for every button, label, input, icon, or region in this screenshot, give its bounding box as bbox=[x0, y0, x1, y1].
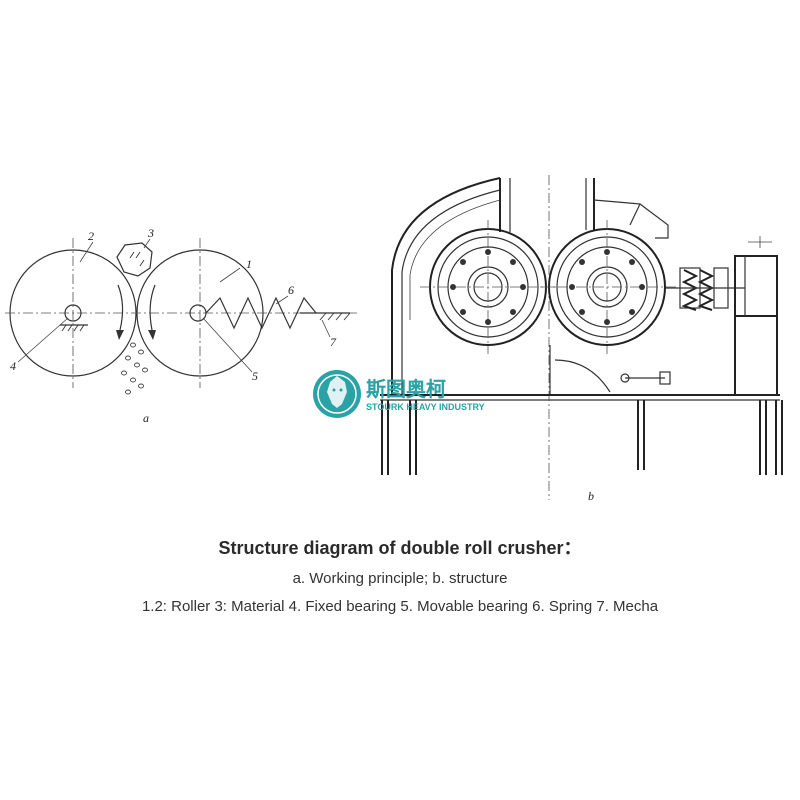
callout-5: 5 bbox=[252, 369, 258, 383]
spring bbox=[205, 296, 317, 330]
working-principle-diagram: 1 2 3 4 5 6 7 a bbox=[5, 226, 360, 425]
roller-left-structure bbox=[420, 220, 556, 354]
callout-6: 6 bbox=[288, 283, 294, 297]
roller-right-structure bbox=[540, 220, 676, 354]
watermark-cn-text: 斯图奥柯 bbox=[366, 377, 446, 401]
caption-legend: 1.2: Roller 3: Material 4. Fixed bearing… bbox=[141, 598, 659, 615]
material-lump bbox=[116, 242, 153, 277]
crushed-particles bbox=[121, 342, 148, 395]
fixed-bearing bbox=[64, 304, 82, 322]
watermark-en-text: STOURK HEAVY INDUSTRY bbox=[366, 402, 485, 412]
callout-3: 3 bbox=[147, 226, 154, 240]
caption-subtitle: a. Working principle; b. structure bbox=[292, 570, 508, 587]
callout-7: 7 bbox=[330, 335, 337, 349]
lion-head-logo-icon bbox=[313, 370, 361, 418]
callout-1: 1 bbox=[246, 257, 252, 271]
sub-label-a: a bbox=[143, 411, 149, 425]
anchor-bolts bbox=[381, 400, 783, 475]
caption-title: Structure diagram of double roll crusher… bbox=[218, 538, 582, 558]
structure-diagram: b bbox=[380, 175, 783, 503]
spring-assembly bbox=[665, 255, 778, 317]
sub-label-b: b bbox=[588, 489, 594, 503]
callout-4: 4 bbox=[10, 359, 16, 373]
callout-2: 2 bbox=[88, 229, 94, 243]
watermark: 斯图奥柯 STOURK HEAVY INDUSTRY bbox=[313, 370, 485, 418]
